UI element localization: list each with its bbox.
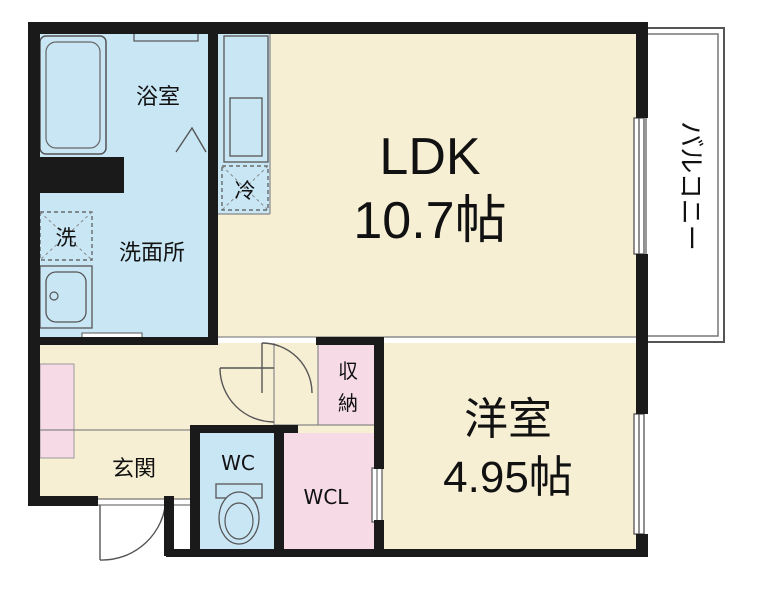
wcl-area [284,433,378,551]
shoe-cabinet [39,363,75,459]
ldk-name-label: LDK [379,128,480,186]
bath-window [133,32,199,42]
western-room-name-label: 洋室 [464,395,552,444]
bathtub [39,35,107,155]
wc-label: WC [221,451,255,475]
wcl-sliding-door [371,467,383,523]
bath-label: 浴室 [136,85,180,110]
ldk-area [270,32,638,337]
wash-mark-label: 洗 [56,226,77,250]
balcony [639,27,725,343]
western-room-size-label: 4.95帖 [443,453,573,502]
entrance-label: 玄関 [112,457,156,482]
ldk-size-label: 10.7帖 [353,192,506,250]
washing-machine-space [39,211,93,261]
western-room-area [378,343,638,551]
bath-door [175,126,207,153]
fridge-mark-label: 冷 [235,179,256,203]
storage-area [318,343,378,425]
kitchen-sink [223,35,269,163]
vanity-basin [39,265,93,329]
entrance-step [95,498,195,506]
fridge-space [221,165,269,211]
balcony-label: バルコニー [675,121,705,250]
wcl-label: WCL [304,485,350,509]
walls [28,22,648,557]
ldk-kitchen-floor [218,214,270,337]
storage-label-bottom: 納 [338,391,358,415]
washroom-label: 洗面所 [119,241,185,266]
storage-label-top: 収 [338,359,358,383]
toilet [215,483,263,545]
